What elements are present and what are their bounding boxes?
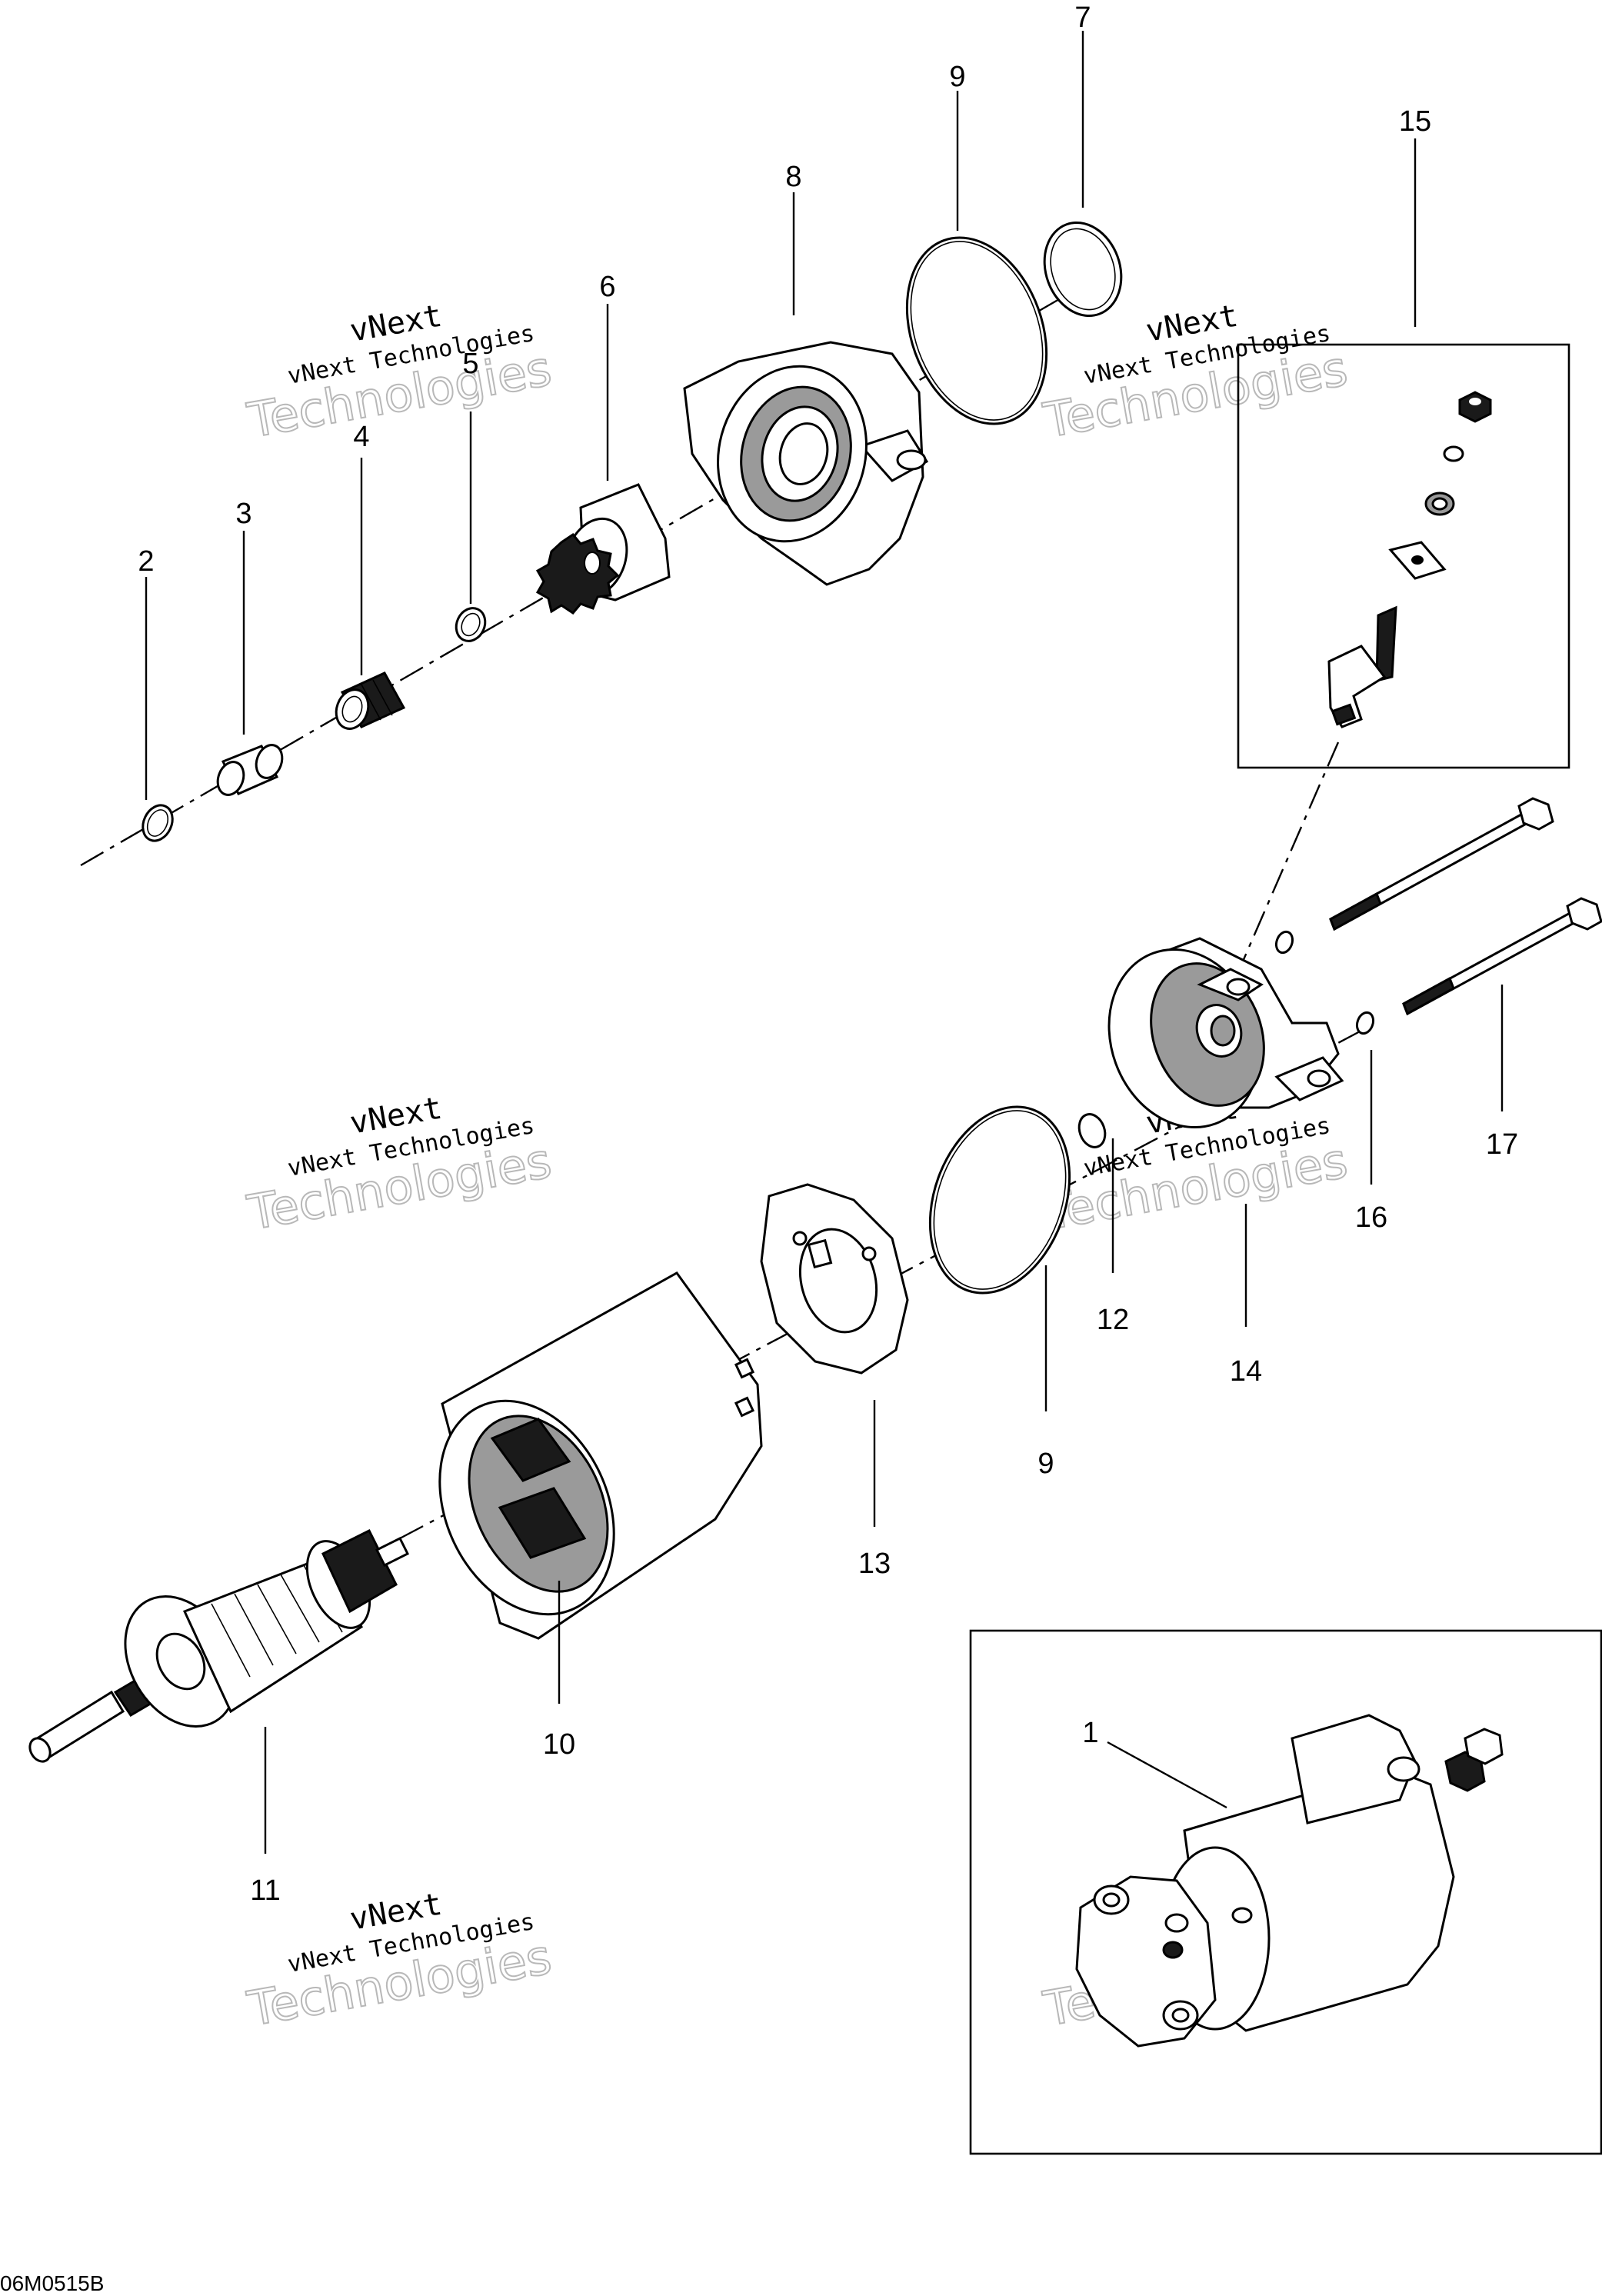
part-9-o-ring-bottom <box>928 1105 1071 1295</box>
callout-12: 12 <box>1097 1304 1129 1336</box>
terminal-axis-line <box>1233 741 1340 981</box>
part-17-through-bolts <box>1329 797 1602 1016</box>
callout-14: 14 <box>1230 1355 1262 1388</box>
callout-13: 13 <box>858 1548 891 1580</box>
callout-15: 15 <box>1399 105 1431 138</box>
callout-9-bottom: 9 <box>1037 1448 1054 1480</box>
part-9-o-ring-top <box>905 236 1048 425</box>
callout-7: 7 <box>1074 2 1091 34</box>
part-2-snap-ring <box>142 804 174 842</box>
callout-5: 5 <box>462 348 478 380</box>
part-12-o-ring <box>1077 1113 1107 1148</box>
callout-16: 16 <box>1355 1201 1387 1234</box>
callout-6: 6 <box>599 271 615 303</box>
figure-code: 06M0515B <box>0 2271 104 2295</box>
leader-lines <box>145 31 1504 1854</box>
part-14-end-housing <box>1107 937 1344 1129</box>
callout-8: 8 <box>785 161 801 193</box>
part-3-stop-collar <box>216 744 284 796</box>
part-4-spring <box>335 671 406 730</box>
callout-3: 3 <box>235 498 251 530</box>
callout-9-top: 9 <box>949 61 965 93</box>
watermark-mid-left: vNext vNext Technologies Technologies <box>242 1091 556 1242</box>
part-16-lock-washers <box>1274 930 1375 1035</box>
part-1-assembly-box <box>969 1629 1602 2155</box>
part-15-terminal-kit <box>1327 391 1492 728</box>
callout-labels: 7 9 8 15 6 5 4 3 2 17 16 12 14 9 13 10 1… <box>138 2 1518 1907</box>
callout-17: 17 <box>1486 1128 1518 1161</box>
part-7-o-ring-small <box>1043 221 1123 318</box>
part-6-drive-pinion <box>535 483 671 615</box>
watermark-top-left: vNext vNext Technologies Technologies <box>242 298 556 450</box>
part-11-armature <box>28 1528 410 1763</box>
part-1-starter-assembly <box>1075 1714 1504 2048</box>
part-13-brush-plate <box>760 1183 909 1375</box>
part-10-yoke <box>438 1271 763 1640</box>
part-8-drive-housing <box>683 341 929 586</box>
callout-4: 4 <box>353 421 369 453</box>
callout-11: 11 <box>250 1874 280 1907</box>
callout-10: 10 <box>543 1728 575 1761</box>
part-15-terminal-kit-box <box>1237 343 1570 769</box>
callout-1: 1 <box>1082 1717 1098 1749</box>
part-5-washer <box>455 607 487 642</box>
watermark-bottom-left: vNext vNext Technologies Technologies <box>242 1887 556 2038</box>
callout-2: 2 <box>138 545 154 578</box>
